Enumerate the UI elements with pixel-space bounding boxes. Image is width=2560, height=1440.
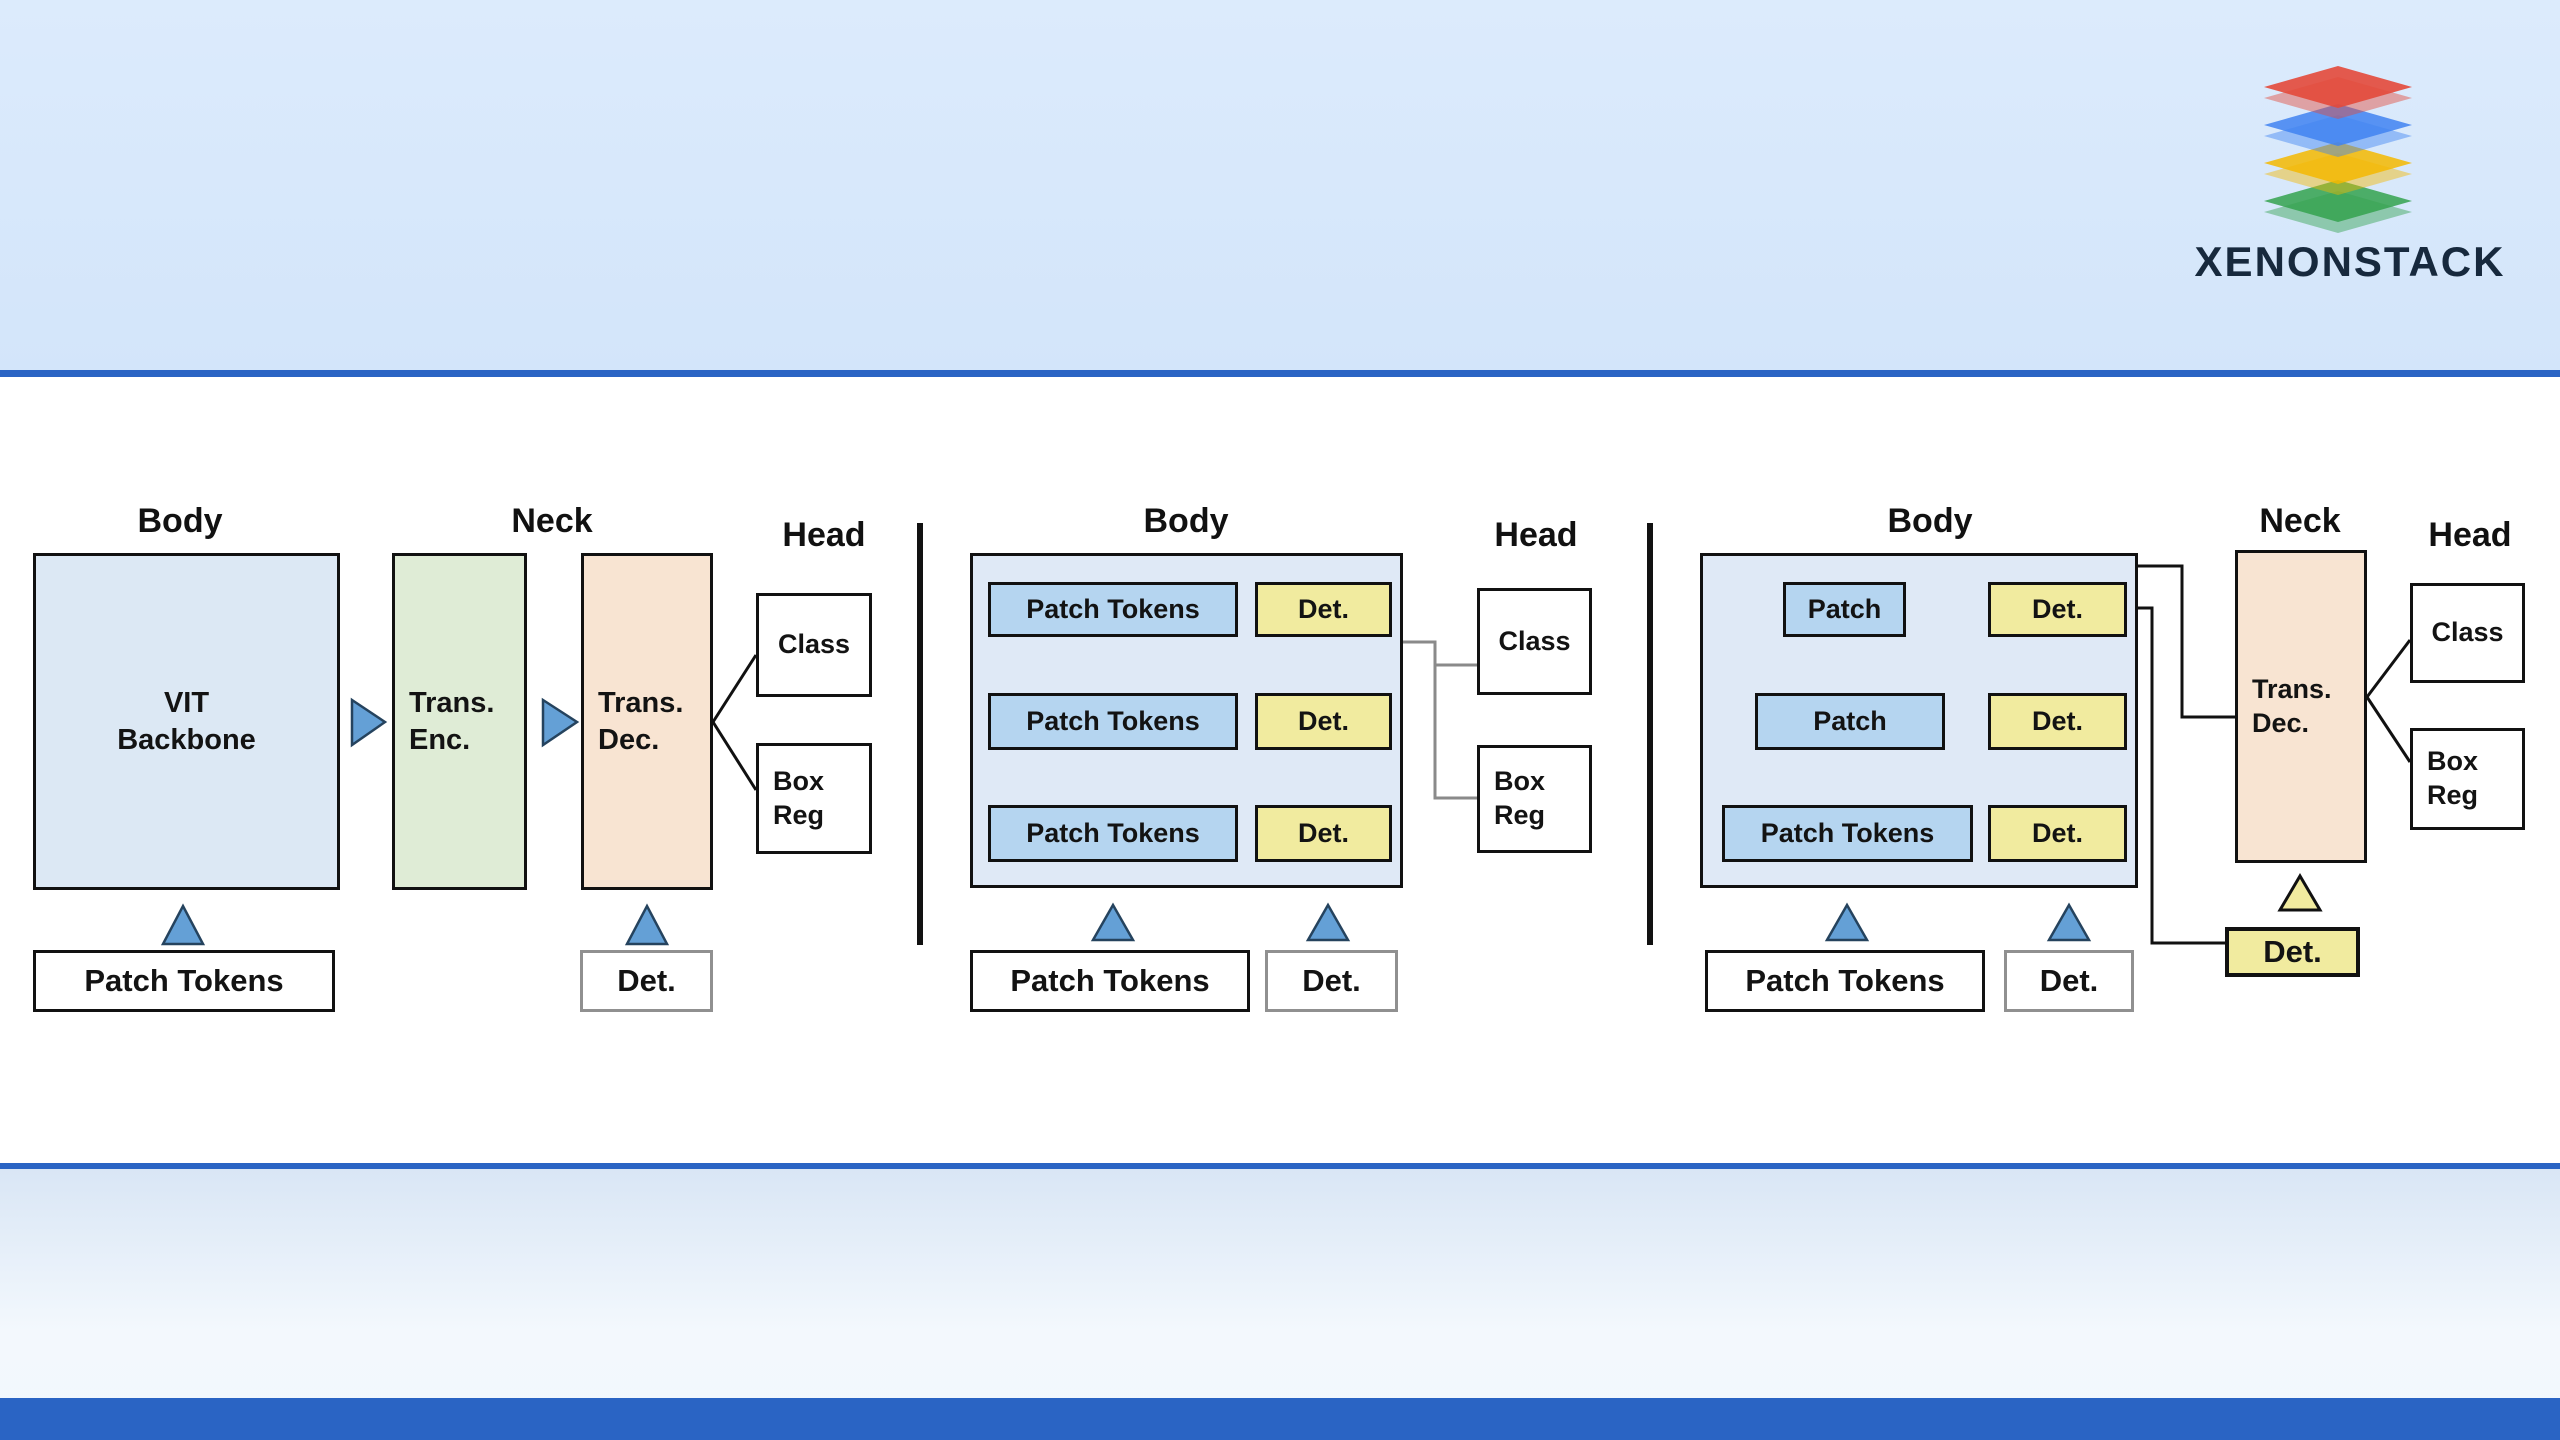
panel-divider <box>1647 523 1653 945</box>
left-head-label: Head <box>782 516 866 554</box>
top-band <box>0 0 2560 373</box>
footer-bar <box>0 1398 2560 1440</box>
vit-backbone-box: VIT Backbone <box>33 553 340 890</box>
class-head-box: Class <box>2410 583 2525 683</box>
line-dec-to-boxreg-right <box>2365 696 2412 763</box>
patch-tokens-row-box: Patch Tokens <box>988 805 1238 862</box>
det-row-box: Det. <box>1255 805 1392 862</box>
det-row-box: Det. <box>1255 582 1392 637</box>
left-neck-label: Neck <box>511 502 593 540</box>
xenonstack-logo-icon <box>2264 66 2412 233</box>
arrow-right-icon <box>541 697 580 748</box>
patch-tokens-input-box: Patch Tokens <box>1705 950 1985 1012</box>
det-row-box: Det. <box>1988 693 2127 750</box>
class-head-box: Class <box>1477 588 1592 695</box>
bottom-divider-line <box>0 1163 2560 1169</box>
patch-row-box: Patch <box>1755 693 1945 750</box>
det-row-box: Det. <box>1255 693 1392 750</box>
det-row-box: Det. <box>1988 805 2127 862</box>
patch-tokens-row-box: Patch Tokens <box>988 693 1238 750</box>
line-dec-to-class-left <box>711 654 758 723</box>
box-reg-head-box: Box Reg <box>2410 728 2525 830</box>
transformer-decoder-box: Trans. Dec. <box>581 553 713 890</box>
up-arrow-icon <box>624 903 670 946</box>
right-neck-label: Neck <box>2259 502 2341 540</box>
det-token-box: Det. <box>2225 927 2360 977</box>
line-det-loop-right <box>2127 606 2225 945</box>
box-reg-head-box: Box Reg <box>756 743 872 854</box>
box-reg-head-box: Box Reg <box>1477 745 1592 853</box>
line-body-to-boxreg-middle <box>1403 640 1477 800</box>
patch-tokens-input-box: Patch Tokens <box>970 950 1250 1012</box>
top-divider-line <box>0 370 2560 377</box>
right-body-label: Body <box>1887 502 1973 540</box>
patch-tokens-row-box: Patch Tokens <box>988 582 1238 637</box>
up-arrow-icon <box>1305 902 1351 942</box>
transformer-encoder-box: Trans. Enc. <box>392 553 527 890</box>
up-arrow-icon <box>2046 902 2092 942</box>
bottom-band <box>0 1169 2560 1440</box>
left-body-label: Body <box>137 502 223 540</box>
up-arrow-icon <box>160 903 206 946</box>
line-dec-to-class-right <box>2365 639 2412 698</box>
patch-row-box: Patch <box>1783 582 1906 637</box>
det-row-box: Det. <box>1988 582 2127 637</box>
up-arrow-icon <box>1090 902 1136 942</box>
arrow-right-icon <box>350 697 388 748</box>
brand-name: XENONSTACK <box>2194 238 2506 285</box>
middle-body-label: Body <box>1143 502 1229 540</box>
patch-tokens-input-box: Patch Tokens <box>33 950 335 1012</box>
det-input-box: Det. <box>1265 950 1398 1012</box>
up-arrow-icon <box>1824 902 1870 942</box>
right-head-label: Head <box>2428 516 2512 554</box>
transformer-decoder-box: Trans. Dec. <box>2235 550 2367 863</box>
det-input-box: Det. <box>580 950 713 1012</box>
middle-head-label: Head <box>1494 516 1578 554</box>
class-head-box: Class <box>756 593 872 697</box>
panel-divider <box>917 523 923 945</box>
patch-tokens-row-box: Patch Tokens <box>1722 805 1973 862</box>
up-arrow-yellow-icon <box>2277 873 2323 912</box>
line-dec-to-boxreg-left <box>711 721 758 791</box>
det-input-box: Det. <box>2004 950 2134 1012</box>
